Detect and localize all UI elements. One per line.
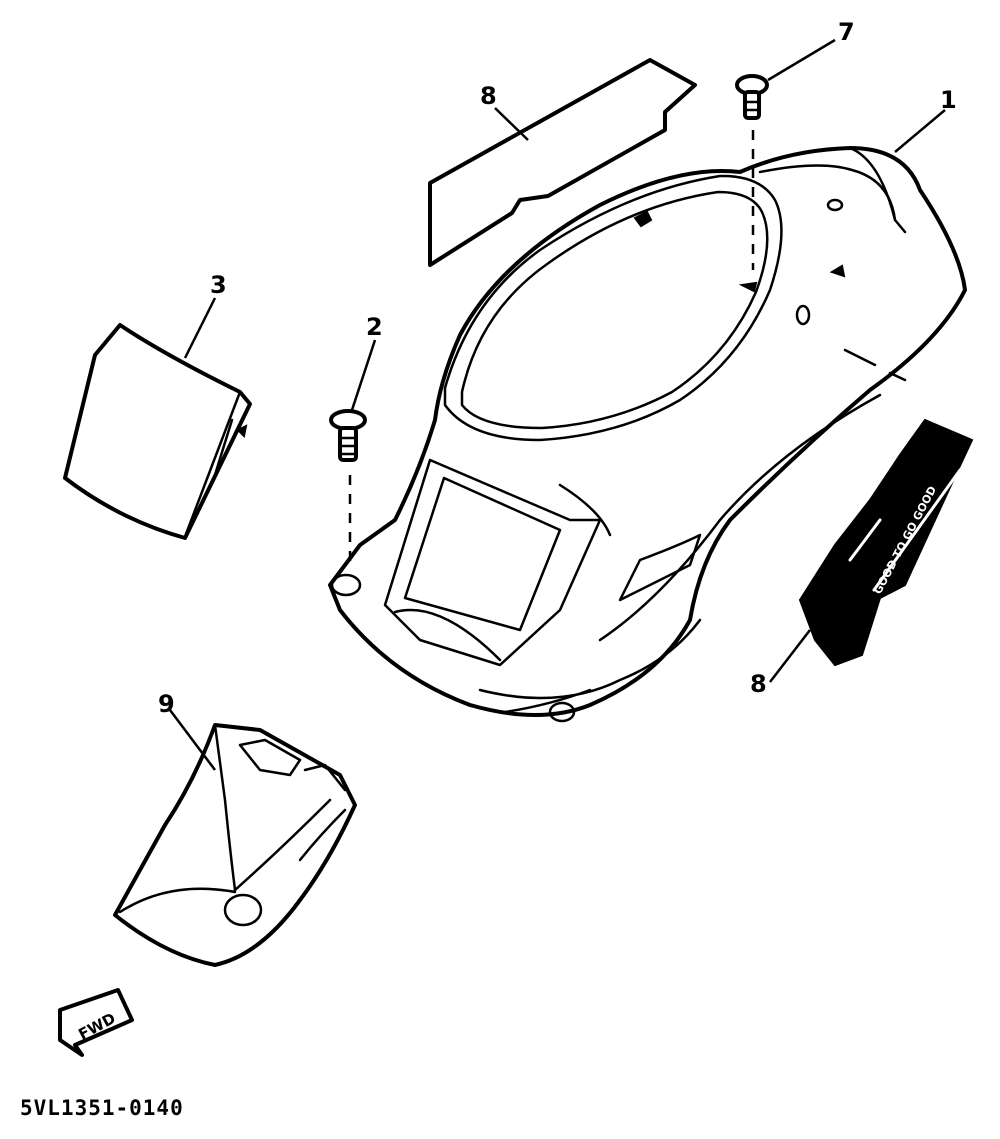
leader-8a — [494, 107, 529, 141]
part-3-side-cover — [63, 323, 252, 540]
callout-2: 2 — [366, 313, 383, 341]
leader-7 — [767, 38, 836, 82]
part-1-rear-body-cover — [328, 146, 967, 723]
callout-7: 7 — [838, 18, 855, 46]
part-8-stripe-sticker — [428, 58, 697, 267]
callout-9: 9 — [158, 690, 175, 718]
leader-3 — [183, 297, 217, 359]
leader-2 — [350, 339, 377, 411]
part-8-side-decal: GOOD TO GO GOOD — [798, 418, 974, 667]
part-7-screw — [735, 74, 769, 120]
diagram-code: 5VL1351-0140 — [20, 1096, 184, 1120]
callout-8-upper: 8 — [480, 82, 497, 110]
forward-direction-arrow: FWD — [58, 988, 134, 1057]
leader-9 — [169, 709, 216, 771]
leader-1 — [894, 109, 946, 153]
part-2-screw — [329, 409, 367, 462]
callout-3: 3 — [210, 271, 227, 299]
callout-1: 1 — [940, 86, 957, 114]
callout-8-lower: 8 — [750, 670, 767, 698]
leader-8b — [769, 629, 811, 683]
part-9-lower-tray — [113, 723, 357, 967]
